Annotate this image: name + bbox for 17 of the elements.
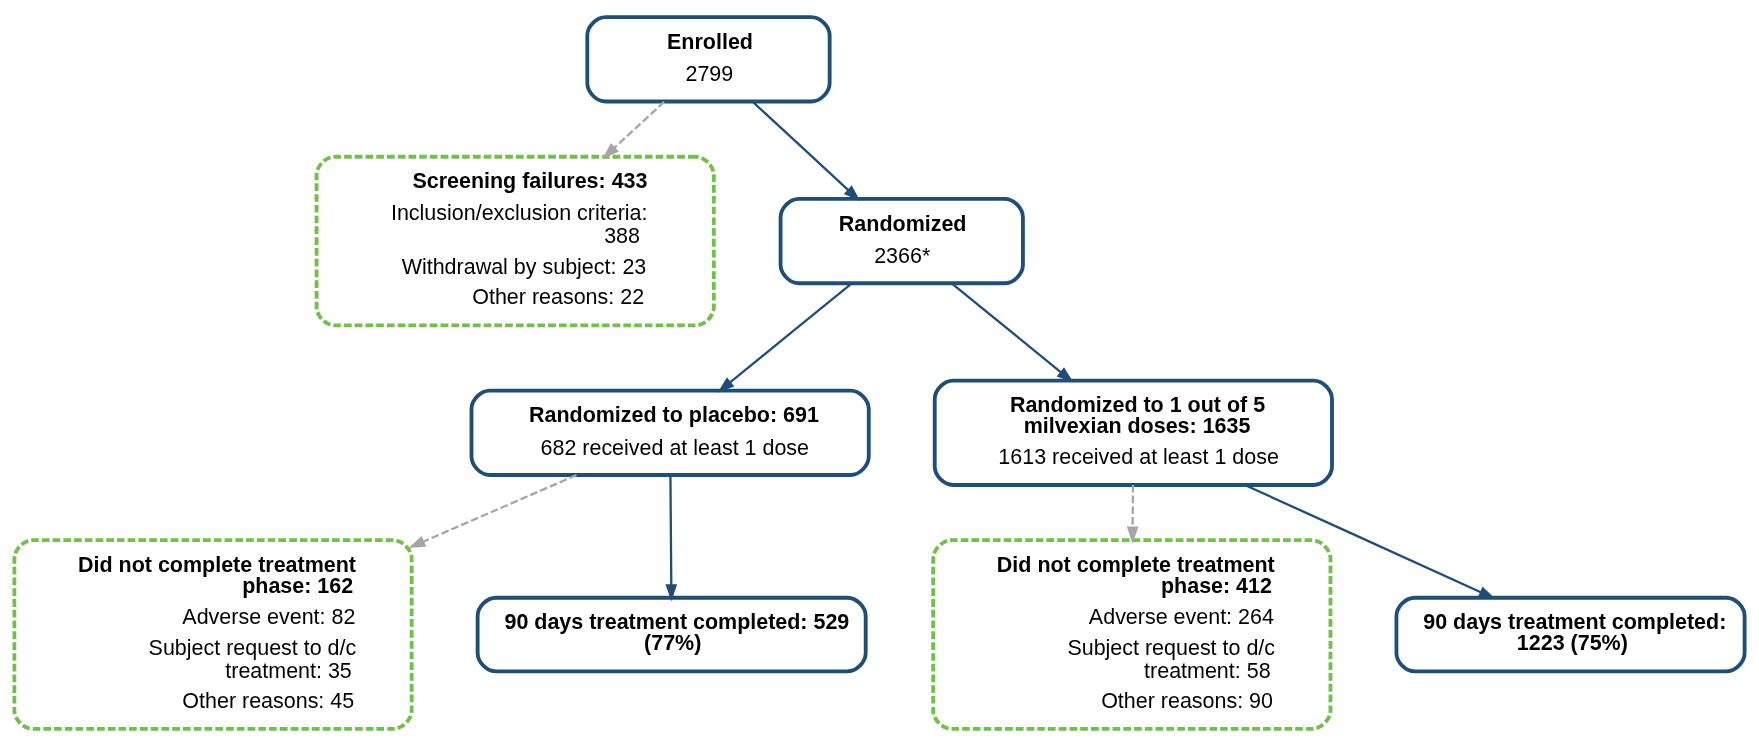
node-box: Randomized 2366* — [778, 197, 1025, 286]
node-box: 90 days treatment completed: 529 (77%) — [475, 595, 868, 674]
node-box: Did not complete treatment phase: 412 Adverse event: 264 Subject request to d/c treatment: 58 Other reasons: 90 — [931, 538, 1333, 731]
arrow — [1126, 484, 1139, 544]
arrow — [602, 101, 665, 159]
arrow — [951, 282, 1074, 383]
arrow — [717, 282, 853, 393]
arrow — [665, 475, 678, 602]
node-box: 90 days treatment completed: 1223 (75%) — [1394, 595, 1747, 674]
node-box: Enrolled 2799 — [585, 15, 832, 104]
node-box: Did not complete treatment phase: 162 Adverse event: 82 Subject request to d/c treatment: 35 Other reasons: 45 — [12, 538, 414, 731]
node-box: Screening failures: 433 Inclusion/exclusion criteria: 388 Withdrawal by subject: 23 Other reasons: 22 — [314, 154, 716, 328]
arrow — [408, 473, 577, 549]
arrow — [752, 101, 861, 202]
node-box: Randomized to 1 out of 5 milvexian doses: 1635 1613 received at least 1 dose — [932, 378, 1334, 487]
arrow — [1244, 483, 1496, 599]
node-box: Randomized to placebo: 691 682 received at least 1 dose — [469, 388, 871, 477]
